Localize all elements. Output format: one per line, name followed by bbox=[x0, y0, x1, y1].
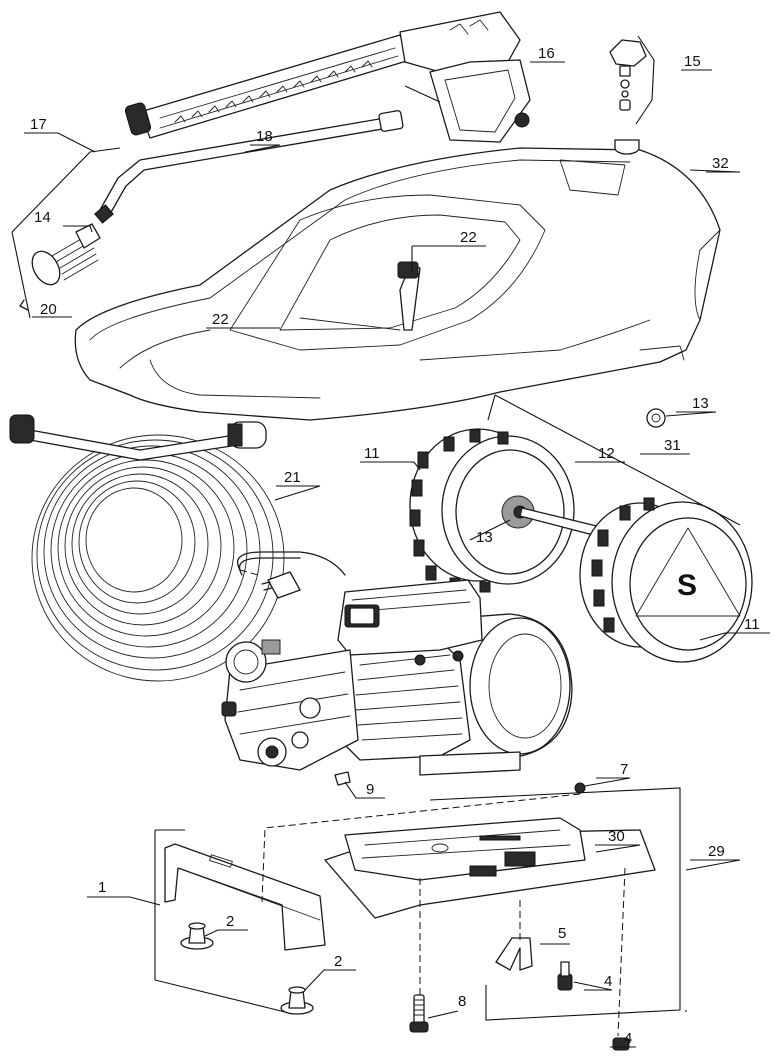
callout-4-a: 4 bbox=[604, 973, 612, 990]
callout-21: 21 bbox=[284, 469, 301, 486]
callout-29: 29 bbox=[708, 843, 725, 860]
callout-31: 31 bbox=[664, 437, 681, 454]
lance-extension-part-18 bbox=[94, 110, 404, 224]
callout-5: 5 bbox=[558, 925, 566, 942]
hose-coil-part-21 bbox=[9, 414, 285, 682]
bracket-part-1 bbox=[164, 843, 326, 951]
callout-14: 14 bbox=[34, 209, 51, 226]
wheel-right-part-11: S bbox=[579, 497, 753, 663]
callout-9: 9 bbox=[366, 781, 374, 798]
callout-13-a: 13 bbox=[476, 529, 493, 546]
screw-part-4-a bbox=[557, 961, 573, 991]
callout-20: 20 bbox=[40, 301, 57, 318]
callout-30: 30 bbox=[608, 828, 625, 845]
callout-1: 1 bbox=[98, 879, 106, 896]
callout-11-a: 11 bbox=[364, 445, 380, 462]
callout-16: 16 bbox=[538, 45, 555, 62]
wheel-left-part-11 bbox=[409, 428, 575, 593]
callout-15: 15 bbox=[684, 53, 701, 70]
spray-gun-part-16 bbox=[124, 11, 531, 143]
nut-part-7 bbox=[574, 782, 586, 794]
callout-18: 18 bbox=[256, 128, 273, 145]
clamp-part-5 bbox=[495, 937, 533, 971]
callout-11-b: 11 bbox=[744, 616, 760, 633]
foot-part-2-a bbox=[180, 922, 214, 950]
callout-labels: 1 2 2 4 4 5 7 8 9 11 11 12 13 13 14 15 1… bbox=[30, 45, 760, 1047]
motor-pump-assembly bbox=[221, 579, 573, 776]
callout-17: 17 bbox=[30, 116, 47, 133]
screw-part-8 bbox=[409, 994, 429, 1033]
callout-13-b: 13 bbox=[692, 395, 709, 412]
hose-spring-part-14 bbox=[31, 223, 101, 286]
assembly-lines bbox=[11, 85, 741, 1037]
callout-leaders bbox=[24, 61, 770, 1048]
callout-8: 8 bbox=[458, 993, 466, 1010]
callout-32: 32 bbox=[712, 155, 729, 172]
clip-part-20 bbox=[19, 299, 29, 311]
power-cord bbox=[236, 551, 346, 599]
nozzle-kit-part-15 bbox=[609, 35, 655, 125]
housing-part-32 bbox=[74, 139, 721, 421]
callout-7: 7 bbox=[620, 761, 628, 778]
callout-22-b: 22 bbox=[212, 311, 229, 328]
callout-12: 12 bbox=[598, 445, 615, 462]
foot-part-2-b bbox=[280, 986, 314, 1015]
washer-part-9 bbox=[334, 771, 351, 786]
wheel-logo: S bbox=[677, 569, 697, 602]
callout-2-a: 2 bbox=[226, 913, 234, 930]
base-plate-part-30 bbox=[324, 817, 656, 919]
callout-22-a: 22 bbox=[460, 229, 477, 246]
cap-part-13 bbox=[646, 408, 666, 428]
callout-2-b: 2 bbox=[334, 953, 342, 970]
callout-4-b: 4 bbox=[624, 1030, 632, 1047]
